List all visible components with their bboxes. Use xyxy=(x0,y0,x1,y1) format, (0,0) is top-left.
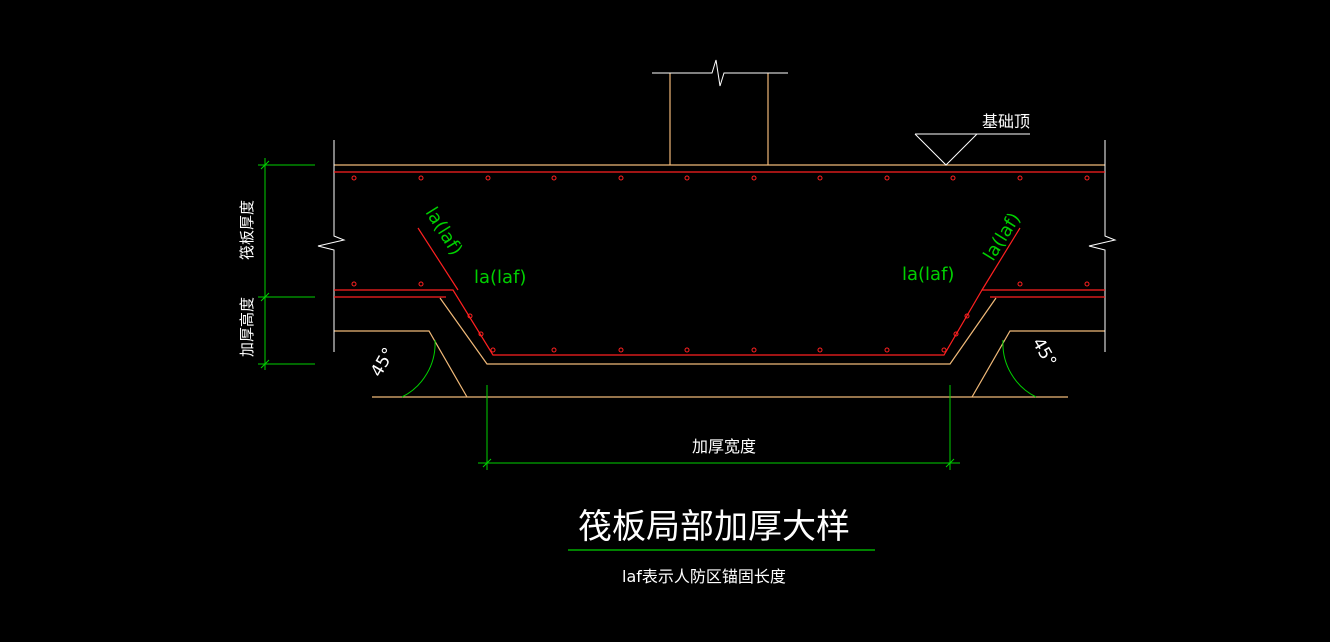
anchor-bar-left xyxy=(417,227,459,291)
anchor-bar-right xyxy=(981,227,1021,291)
break-line-top xyxy=(652,59,788,87)
angle-arcs xyxy=(401,339,1037,398)
angle-label-left: 45° xyxy=(367,344,399,380)
angle-label-right: 45° xyxy=(1028,335,1060,371)
concrete-outline xyxy=(317,140,1117,398)
rebar-dots xyxy=(351,175,1090,353)
anchor-label-right: la(laf) xyxy=(902,264,954,285)
raft-thickness-label: 筏板厚度 xyxy=(238,200,256,260)
bottom-rebar-left xyxy=(334,289,1105,356)
column-stub xyxy=(652,59,788,165)
thickening-height-label: 加厚高度 xyxy=(238,297,256,357)
rebar-lines xyxy=(334,171,1105,356)
left-dimension-lines xyxy=(258,158,315,370)
anchor-label-left-sloped: la(laf) xyxy=(421,204,467,260)
bottom-dimension-lines xyxy=(478,385,960,470)
anchor-label-right-sloped: la(laf) xyxy=(979,209,1025,265)
foundation-top-marker xyxy=(914,133,1030,166)
break-line-left xyxy=(317,140,346,352)
thickening-width-label: 加厚宽度 xyxy=(692,437,756,456)
break-line-right xyxy=(1088,140,1117,352)
foundation-top-label: 基础顶 xyxy=(982,112,1030,131)
drawing-note: laf表示人防区锚固长度 xyxy=(622,567,786,586)
anchor-label-left: la(laf) xyxy=(474,267,526,288)
drawing-title: 筏板局部加厚大样 xyxy=(578,507,850,547)
